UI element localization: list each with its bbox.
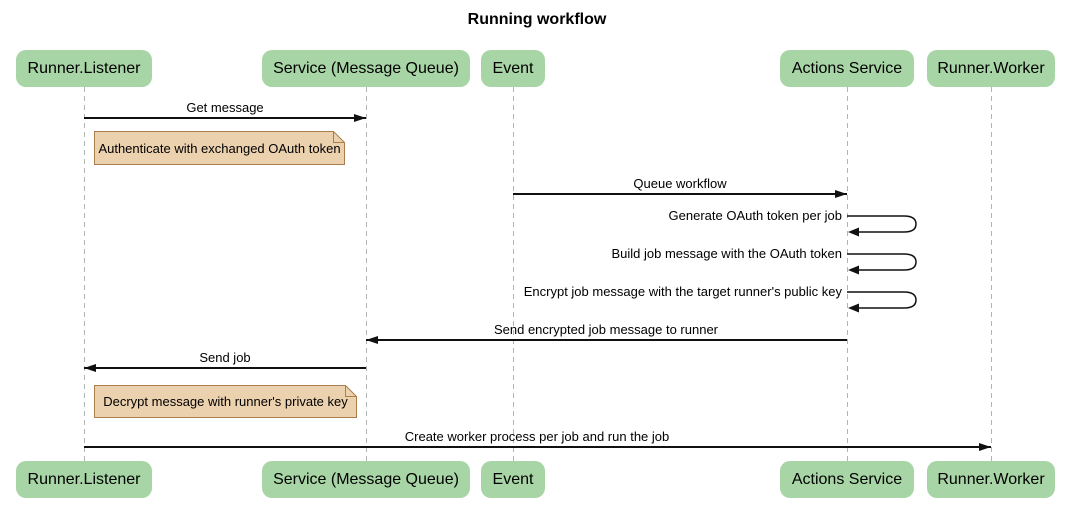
message-label-get-message: Get message <box>186 100 264 115</box>
self-loop-arrow-icon <box>847 291 917 313</box>
actor-top-actions-service: Actions Service <box>780 50 914 87</box>
arrowhead-right-icon <box>835 189 847 198</box>
self-message-label-build-job-message: Build job message with the OAuth token <box>611 246 842 261</box>
actor-bottom-runner-worker: Runner.Worker <box>927 461 1055 498</box>
self-message-label-encrypt-job-message: Encrypt job message with the target runn… <box>523 284 842 299</box>
message-line-create-worker <box>84 446 991 448</box>
self-loop-arrow-icon <box>847 215 917 237</box>
actor-bottom-service-message-queue: Service (Message Queue) <box>262 461 470 498</box>
note-decrypt-message: Decrypt message with runner's private ke… <box>94 385 357 418</box>
lifeline-service-message-queue <box>366 87 367 461</box>
message-label-send-job: Send job <box>199 350 251 365</box>
actor-top-service-message-queue: Service (Message Queue) <box>262 50 470 87</box>
arrowhead-right-icon <box>979 442 991 451</box>
note-shape-icon <box>94 131 345 165</box>
message-label-queue-workflow: Queue workflow <box>633 176 727 191</box>
self-loop-arrow-icon <box>847 253 917 275</box>
note-shape-icon <box>94 385 357 418</box>
lifeline-event <box>513 87 514 461</box>
actor-bottom-event: Event <box>481 461 545 498</box>
message-label-create-worker: Create worker process per job and run th… <box>404 429 670 444</box>
note-text: Authenticate with exchanged OAuth token <box>98 140 341 156</box>
message-line-send-encrypted <box>366 339 847 341</box>
lifeline-runner-worker <box>991 87 992 461</box>
arrowhead-right-icon <box>354 113 366 122</box>
message-line-send-job <box>84 367 366 369</box>
arrowhead-left-icon <box>84 363 96 372</box>
message-label-send-encrypted: Send encrypted job message to runner <box>493 322 719 337</box>
message-line-queue-workflow <box>513 193 847 195</box>
actor-top-event: Event <box>481 50 545 87</box>
actor-bottom-actions-service: Actions Service <box>780 461 914 498</box>
note-text: Decrypt message with runner's private ke… <box>103 394 348 409</box>
actor-top-runner-listener: Runner.Listener <box>16 50 152 87</box>
self-message-label-generate-oauth: Generate OAuth token per job <box>668 208 842 223</box>
message-line-get-message <box>84 117 366 119</box>
actor-top-runner-worker: Runner.Worker <box>927 50 1055 87</box>
lifeline-actions-service <box>847 87 848 461</box>
note-authenticate-oauth: Authenticate with exchanged OAuth token <box>94 131 345 165</box>
diagram-title: Running workflow <box>467 11 607 28</box>
arrowhead-left-icon <box>366 335 378 344</box>
lifeline-runner-listener <box>84 87 85 461</box>
actor-bottom-runner-listener: Runner.Listener <box>16 461 152 498</box>
